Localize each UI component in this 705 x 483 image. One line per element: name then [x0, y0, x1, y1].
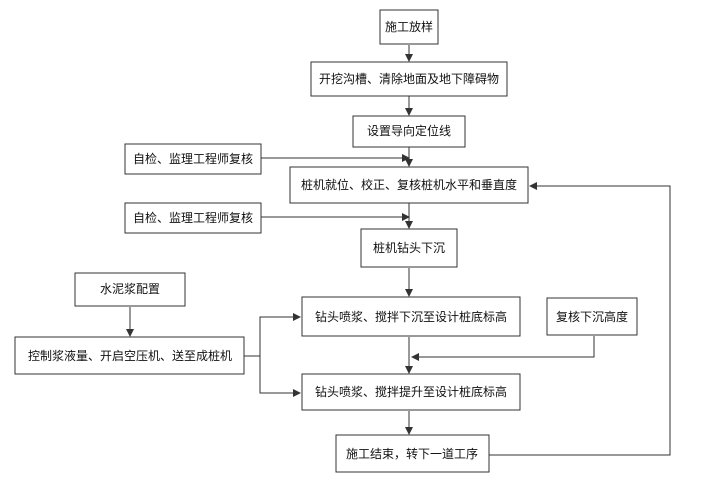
node-label: 开挖沟槽、清除地面及地下障碍物	[319, 71, 499, 86]
node-label: 钻头喷浆、搅拌下沉至设计桩底标高	[315, 309, 507, 324]
node-slurry-control: 控制浆液量、开启空压机、送至成桩机	[14, 336, 245, 375]
node-self-check-1: 自检、监理工程师复核	[124, 143, 262, 175]
node-spray-lift: 钻头喷浆、搅拌提升至设计桩底标高	[301, 373, 521, 411]
node-check-depth: 复核下沉高度	[546, 297, 638, 336]
edge-n11-n12	[259, 356, 301, 397]
node-label: 自检、监理工程师复核	[133, 210, 253, 225]
node-label: 自检、监理工程师复核	[133, 151, 253, 166]
node-label: 桩机钻头下沉	[373, 240, 445, 255]
node-drill-sink: 桩机钻头下沉	[360, 228, 458, 268]
node-label: 钻头喷浆、搅拌提升至设计桩底标高	[315, 384, 507, 399]
edge-n11-n9	[244, 313, 301, 357]
node-self-check-2: 自检、监理工程师复核	[124, 202, 262, 234]
node-label: 施工放样	[385, 19, 433, 34]
node-trench-excavation: 开挖沟槽、清除地面及地下障碍物	[310, 61, 508, 97]
node-survey-layout: 施工放样	[379, 9, 439, 45]
node-label: 桩机就位、校正、复核桩机水平和垂直度	[301, 177, 517, 192]
edge-n13-loop-n5	[489, 182, 671, 456]
node-cement-mix: 水泥浆配置	[74, 272, 186, 307]
node-guide-line: 设置导向定位线	[352, 115, 466, 148]
node-label: 控制浆液量、开启空压机、送至成桩机	[28, 348, 232, 363]
node-label: 施工结束，转下一道工序	[346, 446, 478, 461]
node-label: 水泥浆配置	[100, 281, 160, 296]
node-label: 复核下沉高度	[556, 309, 628, 324]
node-label: 设置导向定位线	[367, 123, 451, 138]
node-rig-positioning: 桩机就位、校正、复核桩机水平和垂直度	[289, 166, 529, 204]
node-spray-sink: 钻头喷浆、搅拌下沉至设计桩底标高	[301, 296, 521, 337]
node-construction-end: 施工结束，转下一道工序	[335, 434, 490, 473]
edge-n10-trunk	[411, 336, 595, 361]
edges	[126, 45, 671, 456]
